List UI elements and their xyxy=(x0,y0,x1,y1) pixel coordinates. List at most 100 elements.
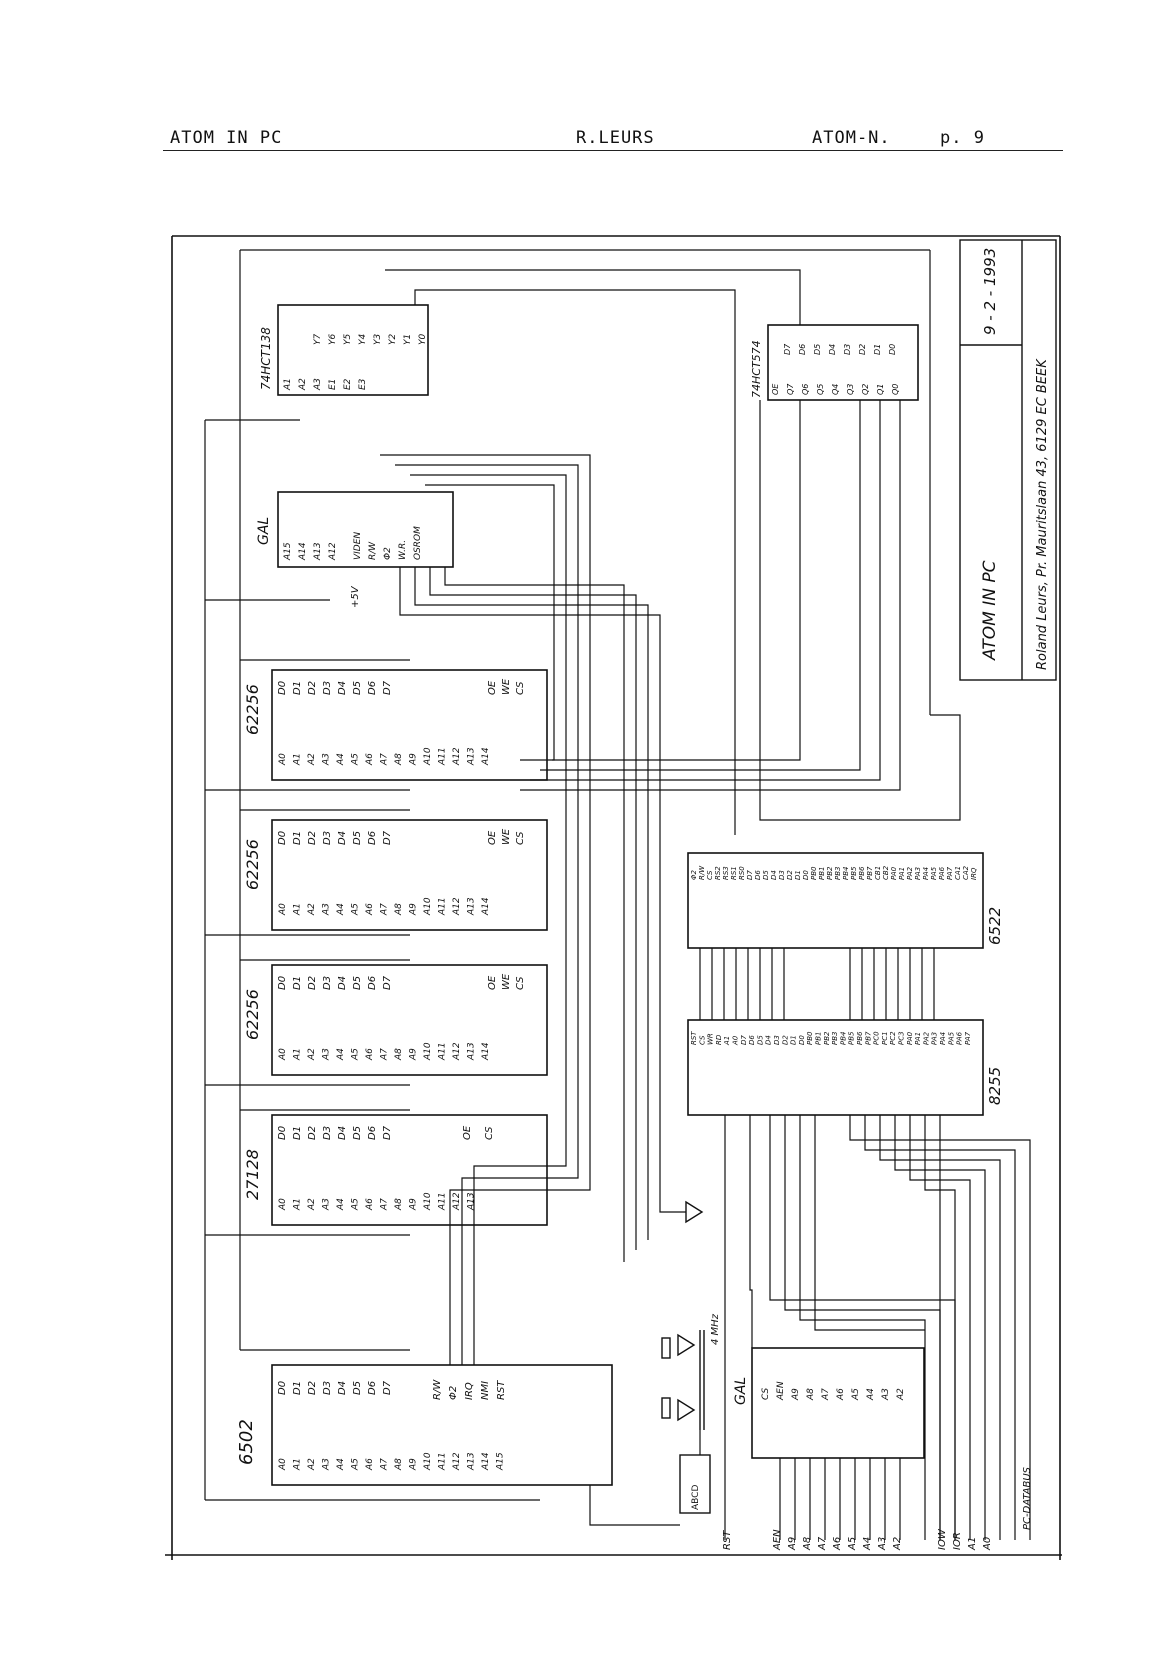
pin-label: A9 xyxy=(409,753,419,766)
pin-label: D6 xyxy=(367,976,378,990)
pin-label: A4 xyxy=(866,1388,876,1401)
pin-label: A13 xyxy=(467,747,477,766)
pin-label: PA7 xyxy=(964,1031,972,1045)
pin-label: A0 xyxy=(278,1198,288,1211)
bus-label: A0 xyxy=(982,1537,993,1551)
bus-label: A6 xyxy=(832,1537,843,1551)
bus-label: IOW xyxy=(937,1528,948,1550)
pin-label: WE xyxy=(501,973,512,990)
pin-label: A5 xyxy=(351,753,361,766)
pin-label: A7 xyxy=(380,753,390,766)
pin-label: A6 xyxy=(365,1198,375,1211)
pin-label: A1 xyxy=(293,1198,303,1211)
pin-label: D1 xyxy=(292,976,303,990)
pin-label: A8 xyxy=(394,1048,404,1061)
pin-label: A8 xyxy=(806,1388,816,1401)
pin-label: CB1 xyxy=(874,866,882,880)
pin-label: A4 xyxy=(336,903,346,916)
pin-label: A12 xyxy=(452,1452,462,1471)
pin-label: Φ2 xyxy=(383,547,393,560)
pin-label: A15 xyxy=(283,542,293,561)
pin-label: Y2 xyxy=(388,334,398,345)
pin-label: D5 xyxy=(352,1126,363,1140)
pin-label: D2 xyxy=(781,1035,789,1045)
pin-label: OE xyxy=(462,1125,473,1140)
pin-label: A10 xyxy=(423,1192,433,1211)
pin-label: A11 xyxy=(438,1192,448,1211)
pin-label: A1 xyxy=(293,1458,303,1471)
chip-counter: ABCD xyxy=(679,1454,711,1514)
pin-label: WR xyxy=(707,1033,715,1045)
pin-label: A12 xyxy=(452,747,462,766)
bus-label: A3 xyxy=(877,1537,888,1551)
pin-label: D3 xyxy=(778,870,786,880)
pin-label: D1 xyxy=(794,870,802,880)
pin-label: D3 xyxy=(322,681,333,695)
bus-label: A1 xyxy=(967,1537,978,1551)
pin-label: A5 xyxy=(351,1048,361,1061)
pin-label: A2 xyxy=(307,753,317,766)
pin-label: A10 xyxy=(423,1452,433,1471)
pin-label: A5 xyxy=(851,1388,861,1401)
pin-label: RS0 xyxy=(738,866,746,880)
pin-label: Y4 xyxy=(358,334,368,345)
pin-label: Q1 xyxy=(876,384,885,395)
pin-label: D0 xyxy=(888,344,897,355)
pin-label: D6 xyxy=(367,831,378,845)
pin-label: PA1 xyxy=(914,1032,922,1045)
pin-label: A6 xyxy=(365,1458,375,1471)
pin-label: A3 xyxy=(322,903,332,916)
bus-label: A7 xyxy=(817,1536,828,1551)
pin-label: PA5 xyxy=(930,866,938,880)
pin-label: PB2 xyxy=(826,866,834,880)
pin-label: PC3 xyxy=(898,1031,906,1045)
pin-label: Φ2 xyxy=(690,869,698,880)
chip-gal2: GAL xyxy=(733,1347,925,1459)
pin-label: A6 xyxy=(365,1048,375,1061)
pin-label: PA3 xyxy=(914,867,922,880)
pin-label: A3 xyxy=(313,378,323,391)
pin-label: PB6 xyxy=(856,1031,864,1045)
pin-label: A1 xyxy=(293,1048,303,1061)
chip-6522-label: 6522 xyxy=(986,907,1004,945)
pin-label: D5 xyxy=(762,870,770,880)
pin-label: D7 xyxy=(382,830,393,845)
pin-label: Y3 xyxy=(373,334,383,345)
pin-label: Q7 xyxy=(786,383,795,395)
chip-6522: 6522 xyxy=(687,852,1004,949)
pin-label: D1 xyxy=(292,1126,303,1140)
pin-label: RS3 xyxy=(722,866,730,880)
pin-label: PC1 xyxy=(881,1031,889,1045)
chip-27128: 27128 xyxy=(243,1114,548,1226)
pin-label: A9 xyxy=(791,1388,801,1401)
pc-bus-label: PC-DATABUS xyxy=(1022,1466,1033,1530)
pin-label: A2 xyxy=(307,1458,317,1471)
pin-label: AEN xyxy=(776,1381,786,1401)
pin-label: Q2 xyxy=(861,384,870,395)
chip-8255: 8255 xyxy=(687,1019,1004,1116)
pin-label: A13 xyxy=(467,1042,477,1061)
pin-label: PB7 xyxy=(864,1031,872,1045)
pin-label: D0 xyxy=(277,976,288,990)
pin-label: CS xyxy=(515,831,526,845)
pin-label: A4 xyxy=(336,1458,346,1471)
pin-label: Y0 xyxy=(418,334,428,345)
chip-6502: 6502 xyxy=(236,1364,613,1486)
pin-label: D5 xyxy=(352,831,363,845)
pin-label: IRQ xyxy=(464,1382,475,1400)
bus-label: RST xyxy=(722,1530,733,1550)
pin-label: D0 xyxy=(277,831,288,845)
pin-label: PB2 xyxy=(823,1031,831,1045)
pin-label: D2 xyxy=(307,976,318,990)
pin-label: A1 xyxy=(293,903,303,916)
pin-label: A2 xyxy=(307,1048,317,1061)
pin-label: A11 xyxy=(438,1042,448,1061)
pin-label: A6 xyxy=(365,753,375,766)
pin-label: A3 xyxy=(322,753,332,766)
pin-label: PA2 xyxy=(906,866,914,880)
pin-label: PA2 xyxy=(922,1031,930,1045)
pin-label: D7 xyxy=(382,1125,393,1140)
pin-label: A3 xyxy=(322,1048,332,1061)
pin-label: CS xyxy=(515,976,526,990)
